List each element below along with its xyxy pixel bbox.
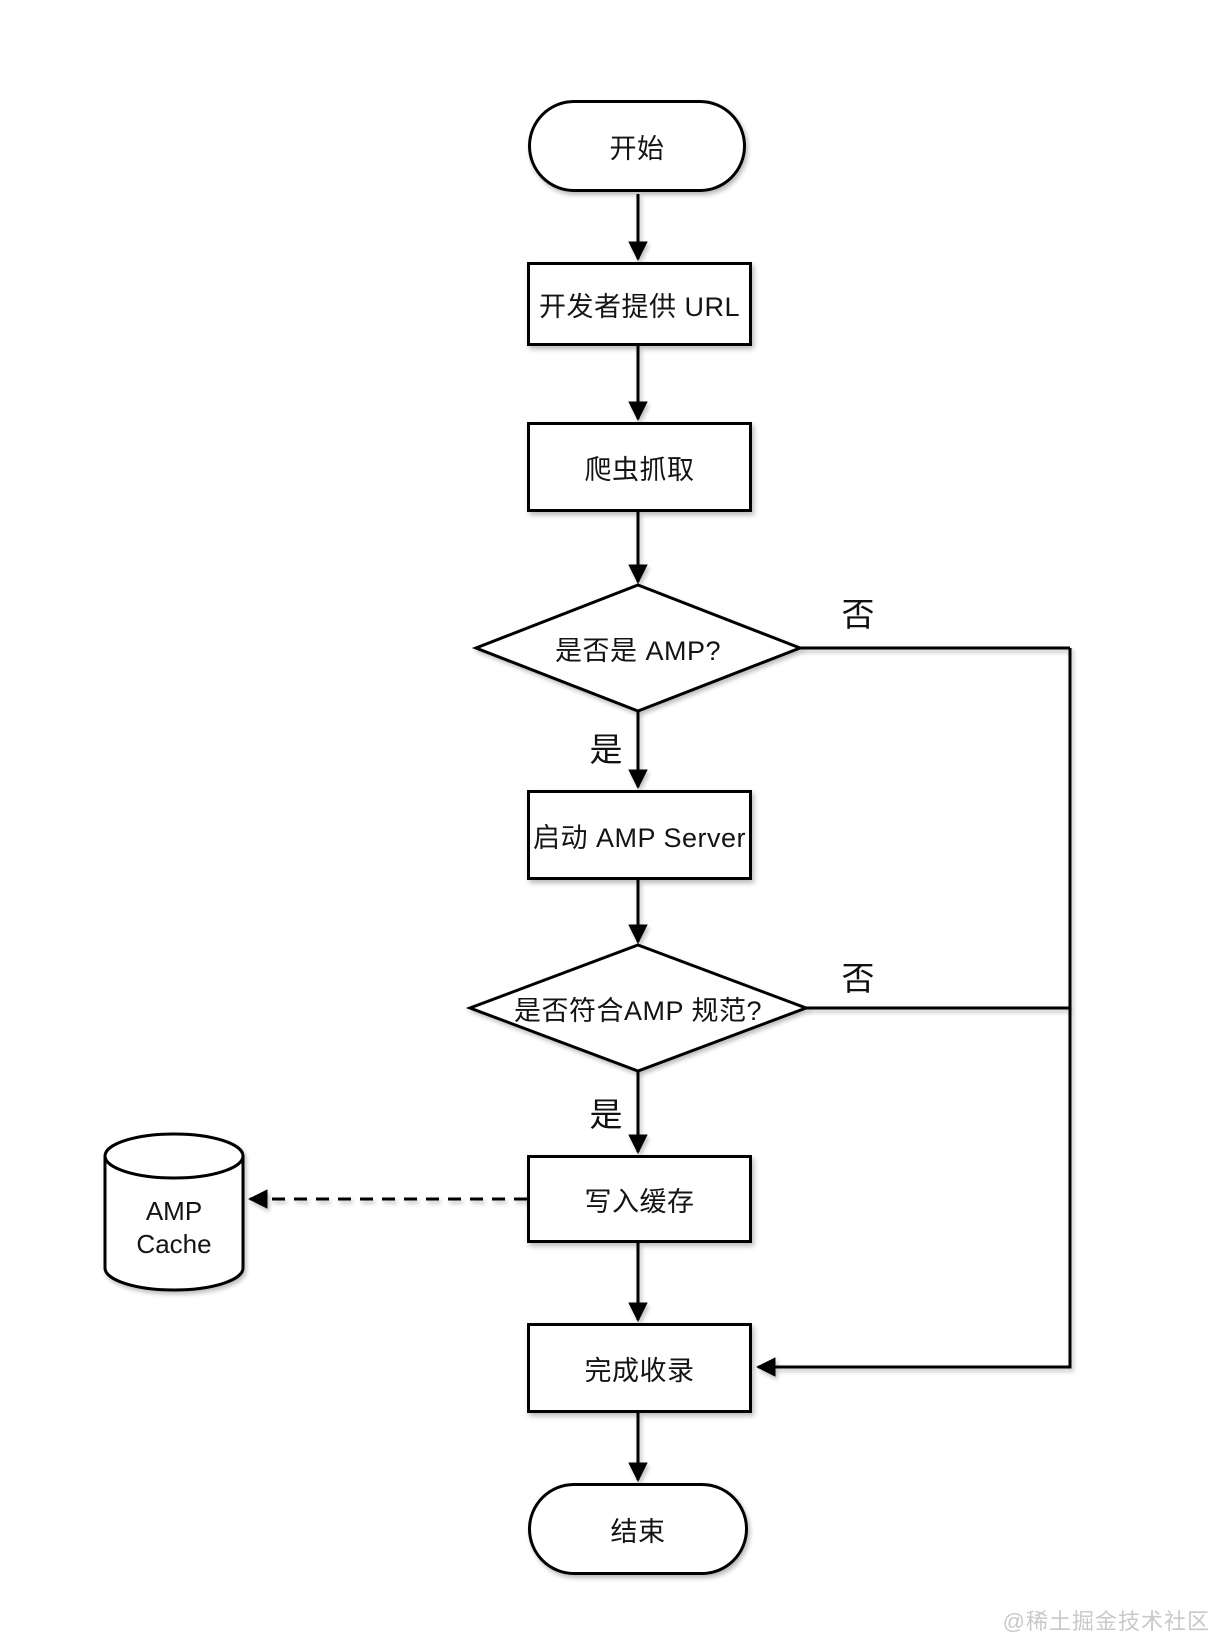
decision-shapes: [465, 583, 811, 1073]
node-provide-url: 开发者提供 URL: [527, 262, 752, 346]
edge-label-conforms-yes: 是: [589, 1096, 623, 1133]
node-write-cache: 写入缓存: [527, 1155, 752, 1243]
node-crawler-fetch: 爬虫抓取: [527, 422, 752, 512]
edge-label-is-amp-yes: 是: [589, 731, 623, 768]
node-amp-cache-label: AMP Cache: [110, 1178, 238, 1278]
node-start-amp-server: 启动 AMP Server: [527, 790, 752, 880]
edge-label-conforms-no: 否: [841, 960, 875, 997]
cylinder-body: [103, 1156, 245, 1292]
node-complete-indexing: 完成收录: [527, 1323, 752, 1413]
database-cylinder-icon: [103, 1132, 245, 1292]
node-end: 结束: [528, 1483, 748, 1575]
decision-is-amp-shape: [471, 583, 805, 713]
amp-cache-line2: Cache: [136, 1229, 212, 1259]
edge-label-is-amp-no: 否: [841, 596, 875, 633]
node-is-amp-label: 是否是 AMP?: [554, 635, 722, 666]
amp-cache-line1: AMP: [145, 1196, 203, 1226]
node-start: 开始: [528, 100, 746, 192]
connector-group: [248, 194, 1072, 1482]
node-conforms-amp-spec-label: 是否符合AMP 规范?: [513, 995, 763, 1026]
watermark: @稀土掘金技术社区: [1002, 1609, 1210, 1634]
decision-conforms-amp-shape: [465, 943, 811, 1073]
cylinder-top: [103, 1132, 245, 1180]
edge-no-branch-to-complete: [756, 648, 1072, 1377]
